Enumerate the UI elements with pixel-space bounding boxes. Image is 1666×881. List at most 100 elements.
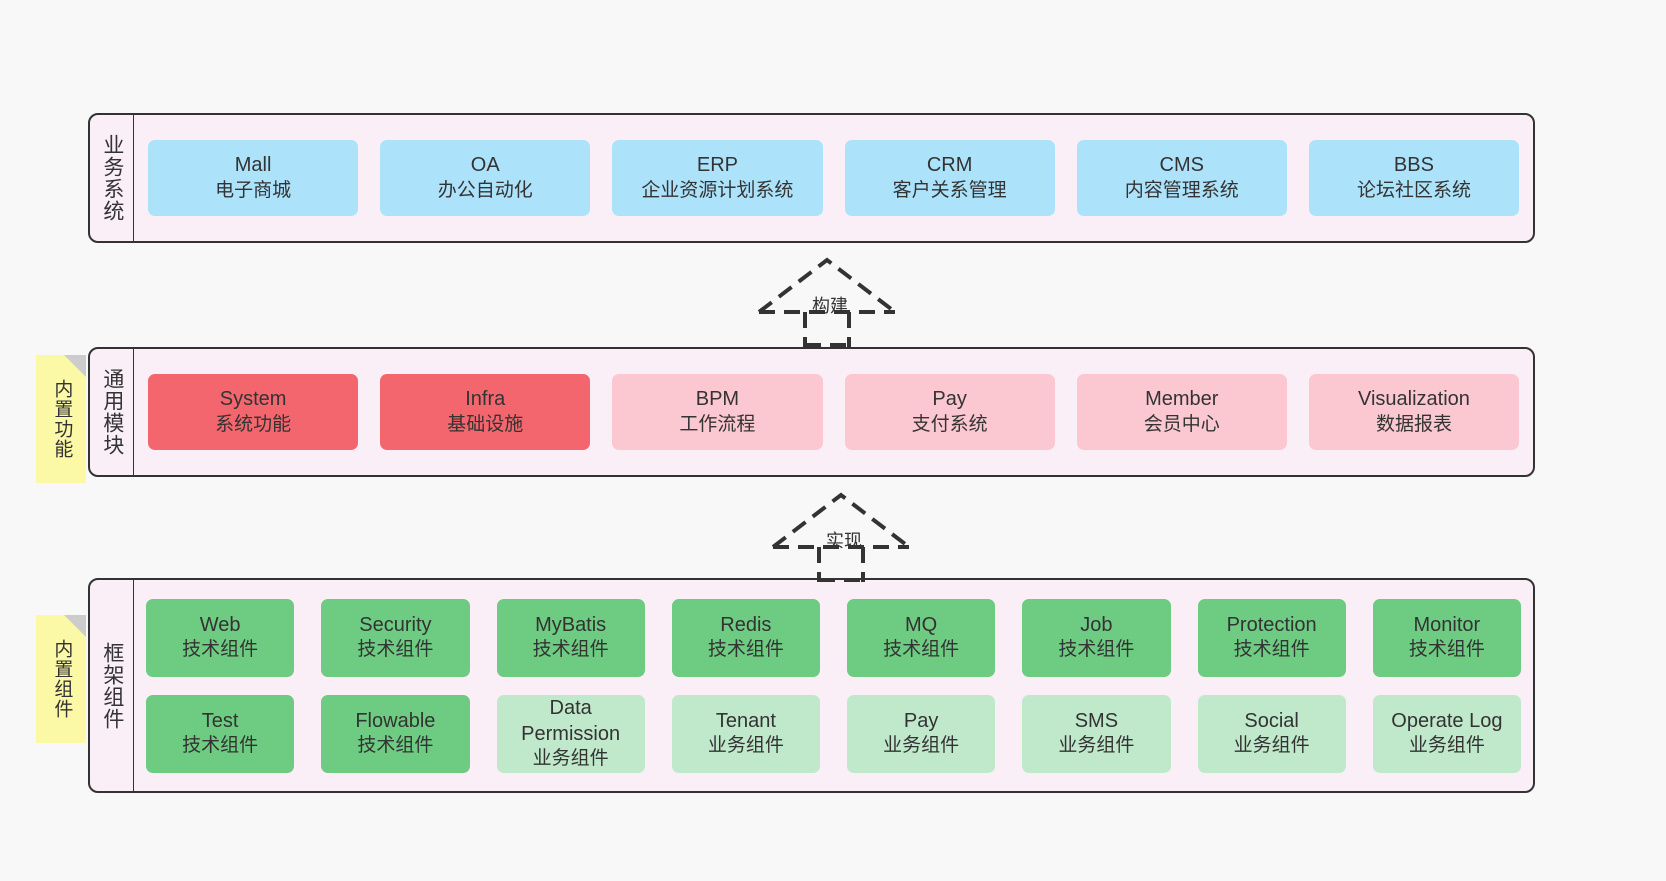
card-pay-business[interactable]: Pay 业务组件 [847,694,996,773]
card-title: Pay [932,388,967,411]
layer-body-framework-components: Web 技术组件 Security 技术组件 MyBatis 技术组件 Redi… [134,580,1533,791]
card-subtitle: 技术组件 [1058,639,1135,661]
card-title: Data Permission [521,697,621,745]
card-title: ERP [696,154,738,177]
card-subtitle: 工作流程 [679,413,756,435]
layer-common-modules: 通用模块 System 系统功能 Infra 基础设施 BPM 工作流程 Pay [88,347,1535,477]
card-row: Test 技术组件 Flowable 技术组件 Data Permission … [146,694,1521,773]
card-title: BBS [1393,154,1434,177]
layer-framework-components: 框架组件 Web 技术组件 Security 技术组件 MyBatis 技术组件 [88,578,1535,793]
card-title: Mall [234,154,272,177]
card-operate-log[interactable]: Operate Log 业务组件 [1372,694,1521,773]
card-subtitle: 业务组件 [883,735,960,757]
card-subtitle: 会员中心 [1143,413,1220,435]
card-row: Mall 电子商城 OA 办公自动化 ERP 企业资源计划系统 CRM 客户关系… [148,140,1520,216]
card-subtitle: 电子商城 [215,179,292,201]
card-redis[interactable]: Redis 技术组件 [671,598,820,677]
card-subtitle: 内容管理系统 [1124,179,1239,201]
card-crm[interactable]: CRM 客户关系管理 [844,140,1055,216]
card-title: MyBatis [535,613,607,636]
card-subtitle: 基础设施 [447,413,524,435]
card-subtitle: 企业资源计划系统 [641,179,794,201]
card-cms[interactable]: CMS 内容管理系统 [1076,140,1287,216]
card-mq[interactable]: MQ 技术组件 [847,598,996,677]
card-title: CMS [1159,154,1204,177]
card-title: CRM [926,154,973,177]
note-label: 内置功能 [51,379,73,459]
card-title: Social [1244,709,1299,732]
layer-title-framework-components: 框架组件 [90,580,134,791]
card-protection[interactable]: Protection 技术组件 [1197,598,1346,677]
card-subtitle: 业务组件 [532,747,609,769]
card-subtitle: 技术组件 [182,639,259,661]
note-label: 内置组件 [51,639,73,719]
arrow-build-label: 构建 [812,296,848,316]
arrow-build-icon [757,257,897,347]
card-member[interactable]: Member 会员中心 [1076,374,1287,450]
card-pay[interactable]: Pay 支付系统 [844,374,1055,450]
card-social[interactable]: Social 业务组件 [1197,694,1346,773]
card-mybatis[interactable]: MyBatis 技术组件 [496,598,645,677]
card-title: Security [359,613,432,636]
note-builtin-components: 内置组件 [36,615,86,743]
card-subtitle: 技术组件 [707,639,784,661]
card-row: Web 技术组件 Security 技术组件 MyBatis 技术组件 Redi… [146,598,1521,677]
card-title: OA [470,154,500,177]
card-subtitle: 业务组件 [1058,735,1135,757]
card-title: Monitor [1413,613,1481,636]
arrow-implement-icon [771,492,911,582]
card-bbs[interactable]: BBS 论坛社区系统 [1308,140,1520,216]
card-title: MQ [905,613,938,636]
layer-title-business-systems: 业务系统 [90,115,134,241]
card-sms[interactable]: SMS 业务组件 [1022,694,1171,773]
card-subtitle: 客户关系管理 [892,179,1007,201]
card-subtitle: 业务组件 [1408,735,1485,757]
card-data-permission[interactable]: Data Permission 业务组件 [496,694,645,773]
layer-title-common-modules: 通用模块 [90,349,134,475]
card-job[interactable]: Job 技术组件 [1022,598,1171,677]
arrow-implement-label: 实现 [826,531,862,551]
card-title: Job [1080,613,1113,636]
card-subtitle: 系统功能 [215,413,292,435]
card-subtitle: 数据报表 [1375,413,1452,435]
card-subtitle: 技术组件 [883,639,960,661]
card-mall[interactable]: Mall 电子商城 [148,140,359,216]
layer-body-common-modules: System 系统功能 Infra 基础设施 BPM 工作流程 Pay 支付系统… [134,349,1533,475]
card-row: System 系统功能 Infra 基础设施 BPM 工作流程 Pay 支付系统… [148,374,1520,450]
layer-business-systems: 业务系统 Mall 电子商城 OA 办公自动化 ERP 企业资源计划系统 CRM [88,113,1535,243]
layer-label: 通用模块 [100,368,124,456]
card-title: BPM [695,388,740,411]
card-subtitle: 技术组件 [182,735,259,757]
card-subtitle: 技术组件 [1233,639,1310,661]
card-title: Infra [465,388,506,411]
card-bpm[interactable]: BPM 工作流程 [612,374,823,450]
card-title: Flowable [355,709,436,732]
card-erp[interactable]: ERP 企业资源计划系统 [612,140,823,216]
card-title: Redis [720,613,772,636]
layer-label: 框架组件 [100,641,124,730]
card-visualization[interactable]: Visualization 数据报表 [1308,374,1520,450]
card-monitor[interactable]: Monitor 技术组件 [1372,598,1521,677]
card-subtitle: 办公自动化 [437,179,533,201]
card-subtitle: 业务组件 [707,735,784,757]
card-title: Member [1145,388,1219,411]
card-title: Operate Log [1391,709,1503,732]
card-oa[interactable]: OA 办公自动化 [380,140,591,216]
card-security[interactable]: Security 技术组件 [321,598,470,677]
card-tenant[interactable]: Tenant 业务组件 [671,694,820,773]
card-web[interactable]: Web 技术组件 [146,598,295,677]
card-subtitle: 技术组件 [357,639,434,661]
card-title: Test [201,709,239,732]
card-infra[interactable]: Infra 基础设施 [380,374,591,450]
card-system[interactable]: System 系统功能 [148,374,359,450]
layer-body-business-systems: Mall 电子商城 OA 办公自动化 ERP 企业资源计划系统 CRM 客户关系… [134,115,1533,241]
card-subtitle: 业务组件 [1233,735,1310,757]
note-fold-corner-icon [64,615,86,637]
card-flowable[interactable]: Flowable 技术组件 [321,694,470,773]
card-test[interactable]: Test 技术组件 [146,694,295,773]
card-title: Pay [903,709,939,732]
layer-label: 业务系统 [100,134,124,222]
card-title: Protection [1226,613,1317,636]
card-title: Tenant [715,709,776,732]
